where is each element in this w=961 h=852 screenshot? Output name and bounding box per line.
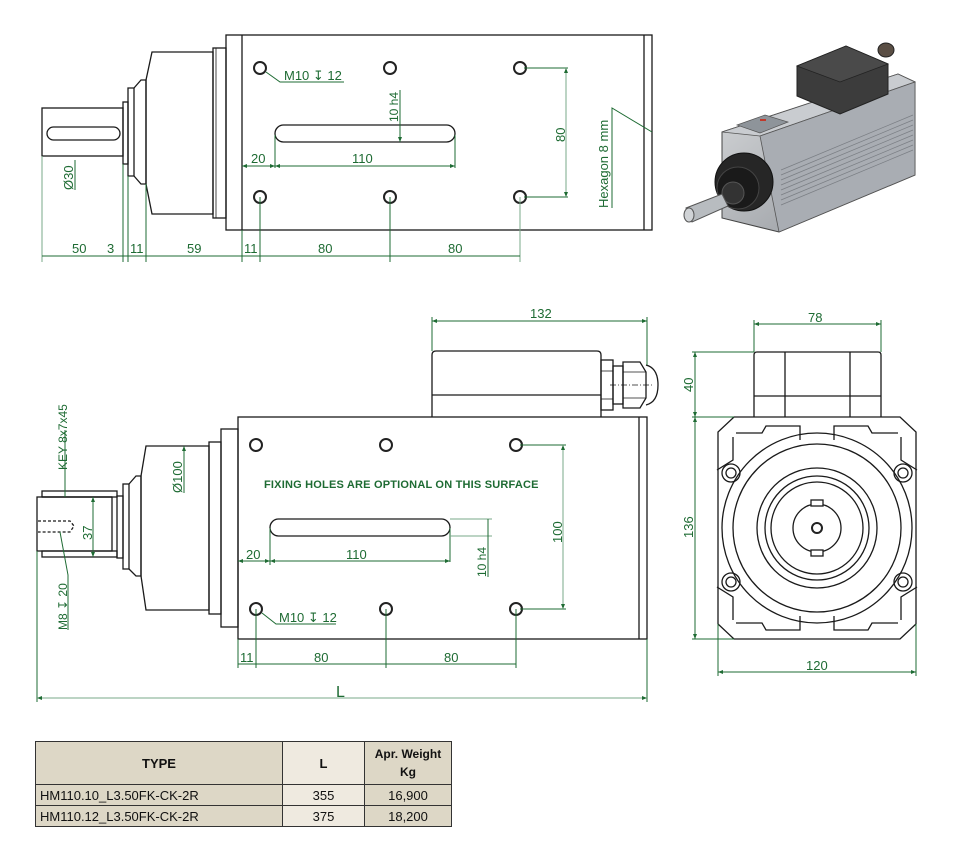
side-view: FIXING HOLES ARE OPTIONAL ON THIS SURFAC… [36, 306, 659, 702]
front-view: 78 40 136 120 [681, 310, 918, 676]
key-length: 37 [80, 526, 95, 540]
mount-hole [253, 61, 267, 75]
shaft-collar [122, 101, 129, 165]
thread-callout: M8 ↧ 20 [56, 583, 70, 630]
side-slot-height: 10 h4 [475, 547, 489, 577]
header-type: TYPE [35, 741, 283, 785]
flange-body [145, 51, 214, 215]
dim-step: 11 [130, 241, 144, 256]
dim-hole-spacing-1: 80 [318, 241, 332, 256]
box-width: 78 [808, 310, 822, 325]
flange-diameter: Ø100 [170, 461, 185, 493]
table-row: HM110.10_L3.50FK-CK-2R 355 16,900 [35, 784, 452, 806]
side-dim-hole-spacing-1: 80 [314, 650, 328, 665]
hexagon-note: Hexagon 8 mm [596, 120, 611, 208]
dim-collar: 3 [107, 241, 114, 256]
header-weight-line1: Apr. Weight [374, 747, 442, 761]
step-ring [133, 79, 147, 185]
key-callout: KEY 8x7x45 [56, 404, 70, 470]
header-length: L [282, 741, 365, 785]
threaded-hole [38, 520, 75, 533]
motor-body [237, 416, 648, 640]
front-connector-box [753, 351, 882, 417]
flange-plate [220, 428, 239, 628]
shaft-key-slot [46, 126, 121, 141]
top-slot-height: 10 h4 [387, 92, 401, 122]
side-hole-callout: M10 ↧ 12 [279, 610, 337, 625]
dim-hole-spacing-2: 80 [448, 241, 462, 256]
shaft-center-hole [811, 522, 823, 534]
flange-ring-outer [721, 432, 913, 624]
shaft [36, 496, 113, 552]
mount-hole [249, 438, 263, 452]
cell-length: 355 [282, 784, 365, 806]
cell-type: HM110.10_L3.50FK-CK-2R [35, 784, 283, 806]
cell-length: 375 [282, 805, 365, 827]
table-header-row: TYPE L Apr. Weight Kg [35, 741, 452, 785]
body-height: 136 [681, 516, 696, 538]
collar-ring [127, 87, 135, 177]
dim-hole-offset: 11 [244, 241, 258, 256]
shaft-key [41, 490, 118, 498]
header-weight: Apr. Weight Kg [364, 741, 452, 785]
body-width: 120 [806, 658, 828, 673]
side-slot-length: 110 [346, 547, 367, 562]
cell-type: HM110.12_L3.50FK-CK-2R [35, 805, 283, 827]
flange-ring [212, 47, 227, 219]
top-hole-spacing: 80 [553, 128, 568, 142]
side-dim-hole-offset: 11 [240, 650, 254, 665]
mounting-slot [269, 518, 451, 537]
motor-body [225, 34, 653, 231]
fixing-holes-note: FIXING HOLES ARE OPTIONAL ON THIS SURFAC… [264, 479, 539, 491]
front-body [717, 416, 917, 640]
header-weight-line2: Kg [400, 765, 416, 779]
mounting-slot [274, 124, 456, 143]
cell-weight: 16,900 [364, 784, 452, 806]
box-height: 40 [681, 378, 696, 392]
connector-box [431, 350, 602, 417]
side-hole-spacing: 100 [550, 521, 565, 543]
spec-table: TYPE L Apr. Weight Kg HM110.10_L3.50FK-C… [35, 741, 452, 827]
dim-flange: 59 [187, 241, 201, 256]
top-slot-length: 110 [352, 151, 373, 166]
side-dim-hole-spacing-2: 80 [444, 650, 458, 665]
top-view: M10 ↧ 12 10 h4 20 110 80 Hexagon 8 mm Ø3… [41, 34, 653, 262]
top-hole-callout: M10 ↧ 12 [284, 68, 342, 83]
shaft-diameter: Ø30 [61, 165, 76, 190]
iso-render [683, 42, 917, 233]
top-slot-offset: 20 [251, 151, 265, 166]
mount-hole [383, 61, 397, 75]
connector-length: 132 [530, 306, 552, 321]
mount-hole [379, 438, 393, 452]
table-row: HM110.12_L3.50FK-CK-2R 375 18,200 [35, 805, 452, 827]
shaft [41, 107, 124, 157]
cell-weight: 18,200 [364, 805, 452, 827]
corner-bolt [721, 463, 913, 592]
dim-shaft-length: 50 [72, 241, 86, 256]
side-slot-offset: 20 [246, 547, 260, 562]
overall-length-label: L [336, 684, 345, 701]
